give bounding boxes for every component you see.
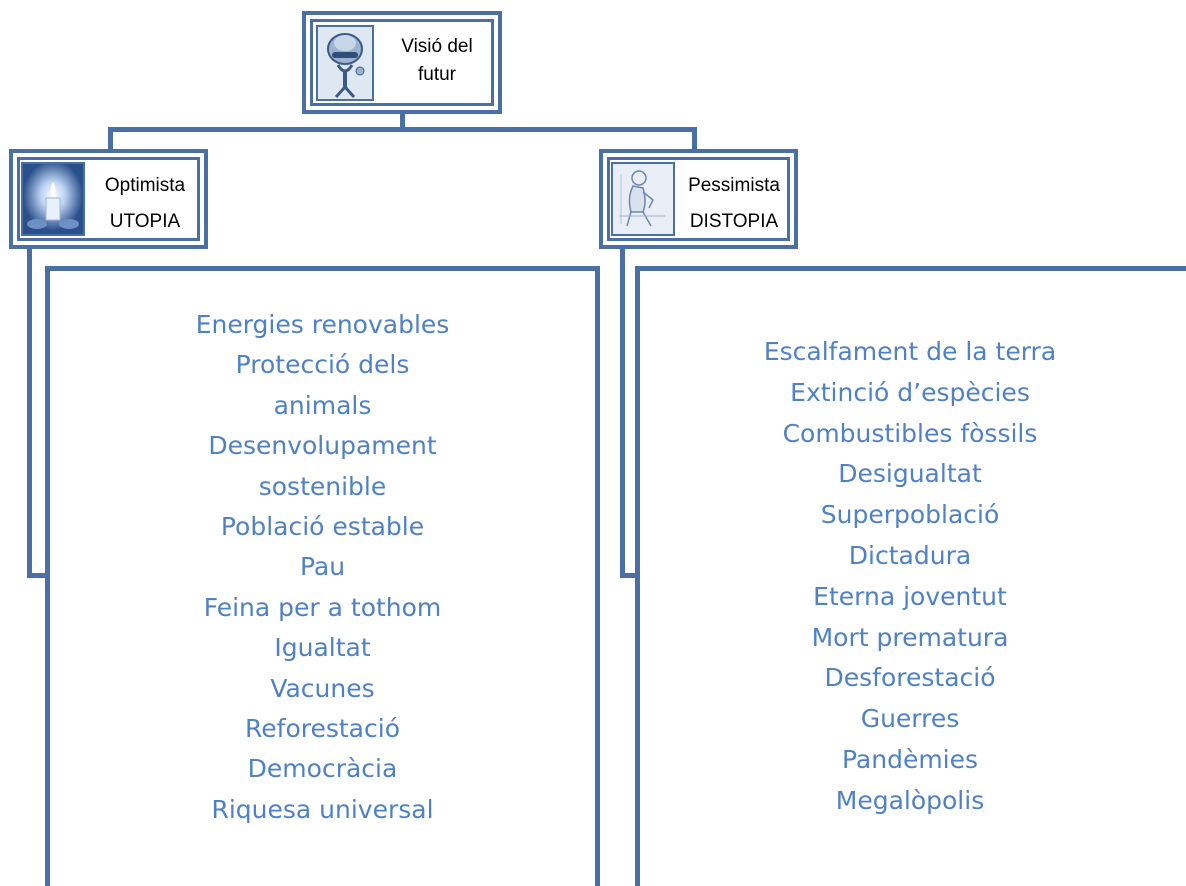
root-label: Visió del futur	[382, 33, 492, 89]
list-item: Superpoblació	[820, 500, 1000, 530]
root-label-line2: futur	[417, 64, 457, 85]
list-item: Feina per a tothom	[203, 592, 442, 622]
root-node-inner	[310, 19, 494, 106]
right-bracket-vertical	[620, 248, 625, 578]
list-item: Riquesa universal	[211, 794, 434, 824]
pessimista-label: Pessimista DISTOPIA	[676, 168, 792, 240]
list-item: Pandèmies	[841, 744, 979, 774]
distopia-list-box	[635, 266, 1186, 886]
list-item: Eterna joventut	[813, 581, 1007, 611]
pessimista-label-line2: DISTOPIA	[689, 211, 779, 232]
list-item: Extinció d’espècies	[790, 377, 1030, 407]
list-item: Escalfament de la terra	[763, 337, 1057, 366]
list-item: Guerres	[860, 704, 960, 734]
list-item: Desigualtat	[838, 459, 982, 489]
list-item: Reforestació	[245, 714, 400, 744]
list-item: Megalòpolis	[835, 785, 985, 815]
distopia-list: Escalfament de la terra Extinció d’espèc…	[645, 332, 1175, 822]
list-item: Població estable	[220, 512, 425, 542]
list-item: Democràcia	[247, 754, 398, 784]
utopia-list: Energies renovables Protecció dels anima…	[60, 305, 585, 830]
thinker-icon	[611, 162, 675, 236]
utopia-list-box	[45, 266, 600, 886]
optimista-label-line1: Optimista	[104, 175, 186, 196]
root-label-line1: Visió del	[401, 36, 473, 57]
connector-right-down	[692, 127, 697, 150]
list-item: Protecció dels	[235, 350, 410, 380]
optimista-label-line2: UTOPIA	[109, 211, 181, 232]
list-item: Igualtat	[274, 633, 371, 663]
optimista-node-inner	[17, 157, 200, 241]
pessimista-label-line1: Pessimista	[688, 175, 780, 196]
optimista-label: Optimista UTOPIA	[88, 168, 202, 240]
pessimista-node-inner	[607, 157, 790, 241]
list-item: Pau	[299, 552, 346, 582]
robot-icon	[316, 25, 374, 101]
connector-root-down	[400, 112, 405, 129]
connector-left-down	[108, 127, 113, 150]
list-item: Desforestació	[824, 663, 996, 693]
candle-icon	[21, 162, 85, 236]
list-item: Energies renovables	[195, 310, 450, 339]
list-item: Mort prematura	[811, 622, 1009, 652]
list-item: Desenvolupament	[208, 431, 437, 461]
list-item: sostenible	[258, 471, 387, 501]
right-bracket-foot	[620, 573, 640, 578]
left-bracket-vertical	[27, 248, 32, 578]
list-item: Vacunes	[270, 673, 375, 703]
list-item: Combustibles fòssils	[782, 418, 1038, 448]
list-item: Dictadura	[848, 540, 972, 570]
list-item: animals	[273, 390, 372, 420]
connector-horizontal	[108, 127, 697, 132]
left-bracket-foot	[27, 573, 50, 578]
